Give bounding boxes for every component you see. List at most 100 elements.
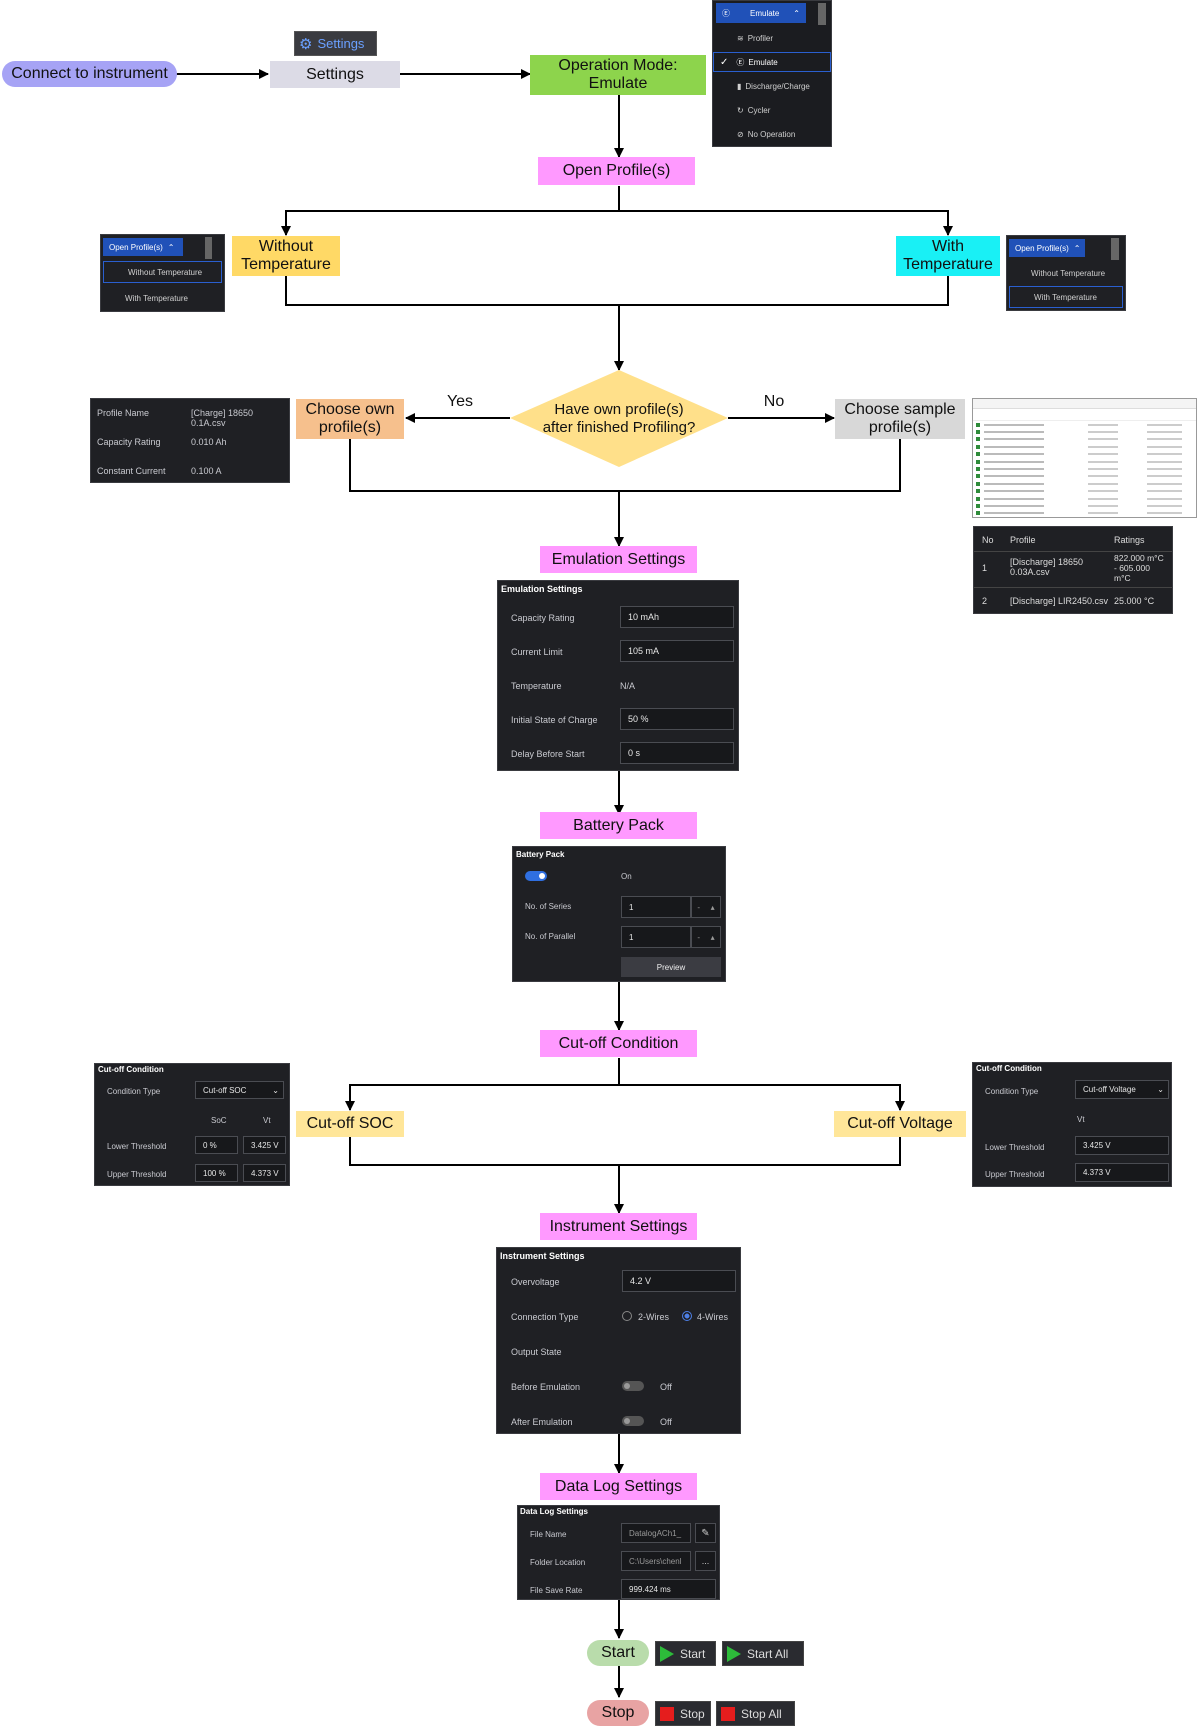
emulation-settings-panel: Emulation Settings Capacity Rating 10 mA…: [497, 580, 739, 771]
file-row[interactable]: [973, 495, 1196, 502]
initial-soc-input[interactable]: 50 %: [620, 708, 734, 730]
menu-item-without-temperature[interactable]: Without Temperature: [103, 261, 222, 283]
file-name-input[interactable]: DatalogACh1_: [621, 1523, 691, 1543]
radio-4-wires[interactable]: [682, 1311, 692, 1321]
open-profiles-dropdown[interactable]: Open Profile(s)⌃: [1009, 239, 1085, 257]
current-limit-input[interactable]: 105 mA: [620, 640, 734, 662]
current-limit-label: Current Limit: [511, 647, 563, 657]
file-explorer-thumbnail: [972, 398, 1197, 518]
start-all-button-label: Start All: [747, 1646, 789, 1661]
constant-current-label: Constant Current: [97, 466, 166, 476]
menu-item-without-temperature[interactable]: Without Temperature: [1007, 262, 1125, 284]
series-stepper[interactable]: 1: [621, 896, 691, 918]
condition-type-value: Cut-off SOC: [203, 1085, 247, 1095]
profiler-label: Profiler: [747, 33, 774, 43]
no-label: No: [763, 393, 785, 410]
scrollbar[interactable]: [1111, 238, 1119, 260]
file-row[interactable]: [973, 488, 1196, 495]
temperature-label: Temperature: [511, 681, 562, 691]
start-all-button[interactable]: Start All: [722, 1641, 804, 1666]
lower-vt-input[interactable]: 3.425 V: [243, 1136, 286, 1154]
capacity-rating-input[interactable]: 10 mAh: [620, 606, 734, 628]
file-row[interactable]: [973, 465, 1196, 472]
file-row[interactable]: [973, 451, 1196, 458]
file-row[interactable]: [973, 443, 1196, 450]
upper-vt-input[interactable]: 4.373 V: [1075, 1163, 1169, 1182]
discharge-label: Discharge/Charge: [745, 81, 810, 91]
emulate-icon: Ⓔ: [722, 8, 730, 18]
without-temp-label: Without Temperature: [128, 267, 203, 277]
condition-type-select[interactable]: Cut-off Voltage⌄: [1075, 1080, 1169, 1099]
file-row[interactable]: [973, 428, 1196, 435]
before-emulation-toggle[interactable]: [622, 1381, 644, 1391]
folder-location-input[interactable]: C:\Users\chenl: [621, 1551, 691, 1571]
panel-title: Data Log Settings: [520, 1507, 589, 1516]
settings-tab-button[interactable]: ⚙ Settings: [294, 31, 377, 56]
file-row[interactable]: [973, 480, 1196, 487]
file-row[interactable]: [973, 473, 1196, 480]
file-row[interactable]: [973, 458, 1196, 465]
edit-button[interactable]: ✎: [695, 1523, 716, 1543]
row2-profile: [Discharge] LIR2450.csv: [1010, 596, 1109, 606]
menu-item-no-operation[interactable]: ⊘No Operation: [713, 125, 831, 143]
start-button[interactable]: Start: [655, 1641, 716, 1666]
series-spin-buttons[interactable]: -▴: [691, 896, 721, 918]
preview-button[interactable]: Preview: [621, 957, 721, 977]
chevron-up-icon: ⌃: [167, 242, 175, 252]
menu-item-with-temperature[interactable]: With Temperature: [101, 287, 224, 309]
menu-item-cycler[interactable]: ↻Cycler: [713, 101, 831, 119]
upper-soc-input[interactable]: 100 %: [195, 1164, 238, 1182]
stop-button[interactable]: Stop: [655, 1701, 711, 1726]
upper-vt-input[interactable]: 4.373 V: [243, 1164, 286, 1182]
stop-button-label: Stop: [680, 1706, 705, 1721]
lower-threshold-label: Lower Threshold: [107, 1142, 167, 1151]
menu-item-with-temperature[interactable]: With Temperature: [1009, 286, 1123, 308]
file-row[interactable]: [973, 510, 1196, 517]
own-profile-panel: Profile Name [Charge] 18650 0.1A.csv Cap…: [90, 398, 290, 483]
file-save-rate-input[interactable]: 999.424 ms: [621, 1579, 716, 1599]
lower-soc-input[interactable]: 0 %: [195, 1136, 238, 1154]
file-row[interactable]: [973, 421, 1196, 428]
open-profiles-dropdown[interactable]: Open Profile(s)⌃: [103, 238, 183, 256]
overvoltage-input[interactable]: 4.2 V: [622, 1270, 736, 1292]
before-emulation-value: Off: [660, 1382, 672, 1392]
lower-vt-input[interactable]: 3.425 V: [1075, 1136, 1169, 1155]
sample-profile-table: No Profile Ratings 1 [Discharge] 18650 0…: [973, 526, 1173, 614]
with-temp-label: With Temperature: [125, 293, 188, 303]
check-icon: ✓: [720, 56, 729, 68]
scrollbar[interactable]: [818, 3, 826, 25]
battery-pack-panel: Battery Pack On No. of Series 1 -▴ No. o…: [512, 846, 726, 982]
scrollbar[interactable]: [205, 237, 212, 259]
decision-diamond: [510, 370, 728, 467]
file-row[interactable]: [973, 436, 1196, 443]
after-emulation-toggle[interactable]: [622, 1416, 644, 1426]
row1-profile: [Discharge] 18650 0.03A.csv: [1010, 557, 1084, 577]
vt-column: Vt: [1077, 1115, 1085, 1124]
menu-item-discharge-charge[interactable]: ▮Discharge/Charge: [713, 77, 831, 95]
output-state-label: Output State: [511, 1347, 562, 1357]
upper-threshold-label: Upper Threshold: [985, 1170, 1045, 1179]
choose-own-node: Choose own profile(s): [296, 399, 404, 439]
battery-pack-node: Battery Pack: [540, 812, 697, 839]
browse-button[interactable]: ...: [695, 1551, 716, 1571]
stop-all-button[interactable]: Stop All: [716, 1701, 795, 1726]
delay-before-start-input[interactable]: 0 s: [620, 742, 734, 764]
menu-item-profiler[interactable]: ≋Profiler: [713, 29, 831, 47]
capacity-rating-label: Capacity Rating: [511, 613, 575, 623]
file-row[interactable]: [973, 502, 1196, 509]
parallel-label: No. of Parallel: [525, 932, 576, 941]
folder-location-label: Folder Location: [530, 1558, 586, 1567]
chevron-down-icon: ⌄: [1157, 1085, 1164, 1094]
battery-pack-toggle[interactable]: [525, 871, 547, 881]
parallel-stepper[interactable]: 1: [621, 926, 691, 948]
condition-type-select[interactable]: Cut-off SOC⌄: [195, 1081, 284, 1099]
radio-2-wires[interactable]: [622, 1311, 632, 1321]
cutoff-voltage-node: Cut-off Voltage: [834, 1111, 966, 1137]
panel-title: Instrument Settings: [500, 1251, 585, 1261]
parallel-spin-buttons[interactable]: -▴: [691, 926, 721, 948]
open-profiles-menu-left: Open Profile(s)⌃ Without Temperature Wit…: [100, 234, 225, 312]
play-icon: [660, 1645, 674, 1662]
stop-node: Stop: [587, 1700, 649, 1726]
